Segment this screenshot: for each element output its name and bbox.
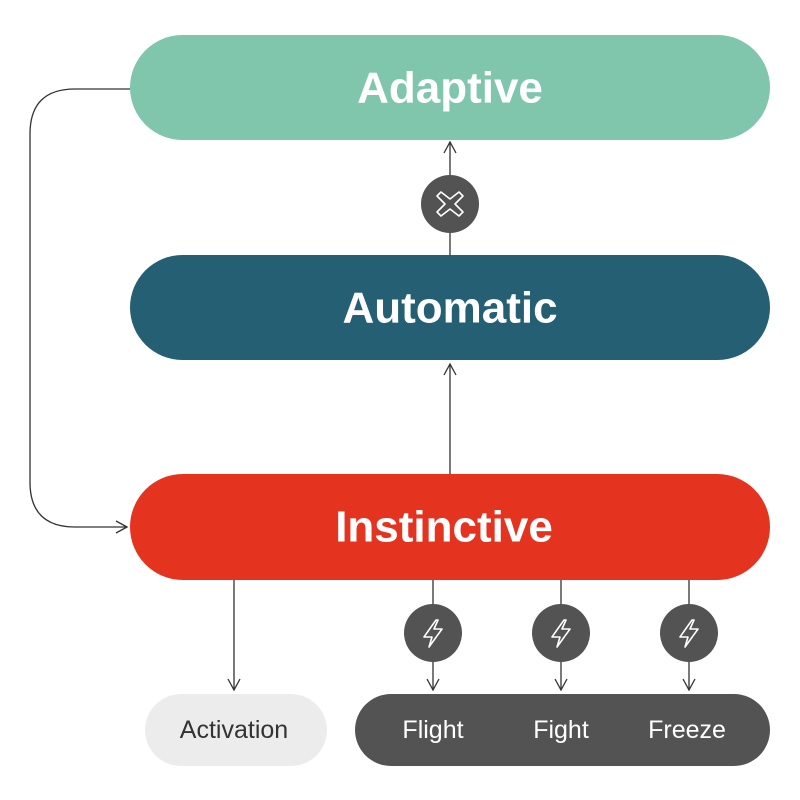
- automatic-pill: [130, 255, 770, 360]
- activation-label: Activation: [180, 716, 288, 744]
- lightning-bolt-icon: [660, 604, 718, 662]
- freeze-label: Freeze: [648, 716, 726, 744]
- instinctive-node: Instinctive: [130, 474, 770, 580]
- adaptive-node: Adaptive: [130, 35, 770, 140]
- lightning-bolt-icon: [404, 604, 462, 662]
- connectors: [29, 88, 696, 692]
- fight-label: Fight: [533, 716, 589, 744]
- activation-node: Activation: [145, 694, 327, 766]
- responses-node: Flight Fight Freeze: [355, 694, 770, 766]
- flight-label: Flight: [402, 716, 463, 744]
- automatic-node: Automatic: [130, 255, 770, 360]
- lightning-bolt-icon: [532, 604, 590, 662]
- instinctive-label: Instinctive: [335, 503, 553, 552]
- feedback-loop-arrow: [29, 88, 130, 534]
- close-x-icon: [421, 175, 479, 233]
- automatic-label: Automatic: [342, 284, 557, 333]
- instinctive-pill: [130, 474, 770, 580]
- responses-pill: [355, 694, 770, 766]
- activation-pill: [145, 694, 327, 766]
- adaptive-label: Adaptive: [357, 64, 543, 113]
- adaptive-pill: [130, 35, 770, 140]
